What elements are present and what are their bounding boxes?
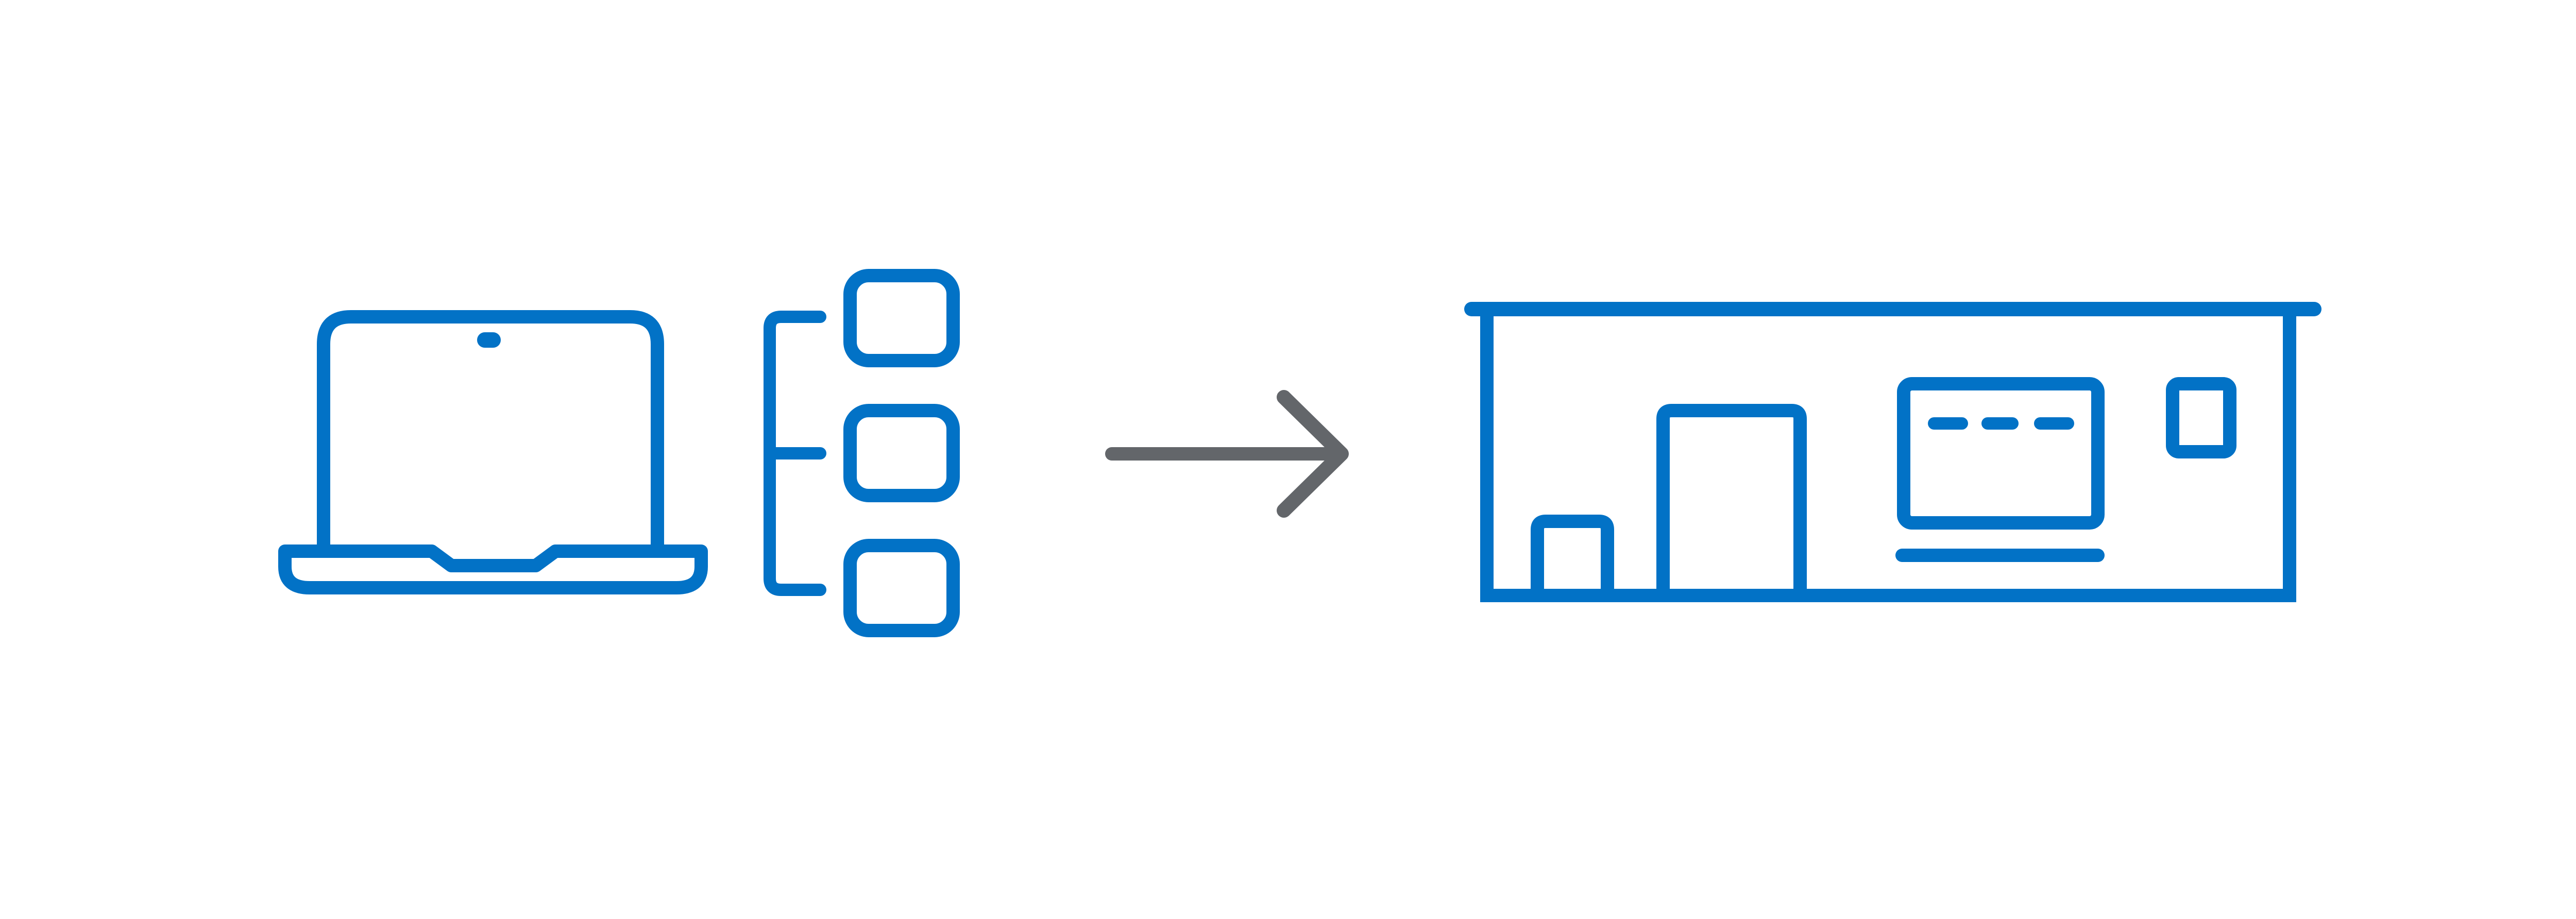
tree-node-bottom <box>843 539 960 637</box>
arrow-head <box>1277 390 1349 518</box>
laptop-icon <box>278 310 708 594</box>
laptop-screen <box>317 310 664 552</box>
arrow-right-icon <box>1105 390 1349 518</box>
tree-node-top <box>843 269 960 367</box>
building-window <box>2166 377 2236 458</box>
device-tree-icon <box>764 269 960 637</box>
building-signboard <box>1897 377 2105 530</box>
building-small-box <box>1531 515 1614 602</box>
data-center-building-icon <box>1464 302 2321 602</box>
tree-node-middle <box>843 404 960 502</box>
laptop-base <box>278 544 708 594</box>
building-door <box>1656 404 1807 602</box>
